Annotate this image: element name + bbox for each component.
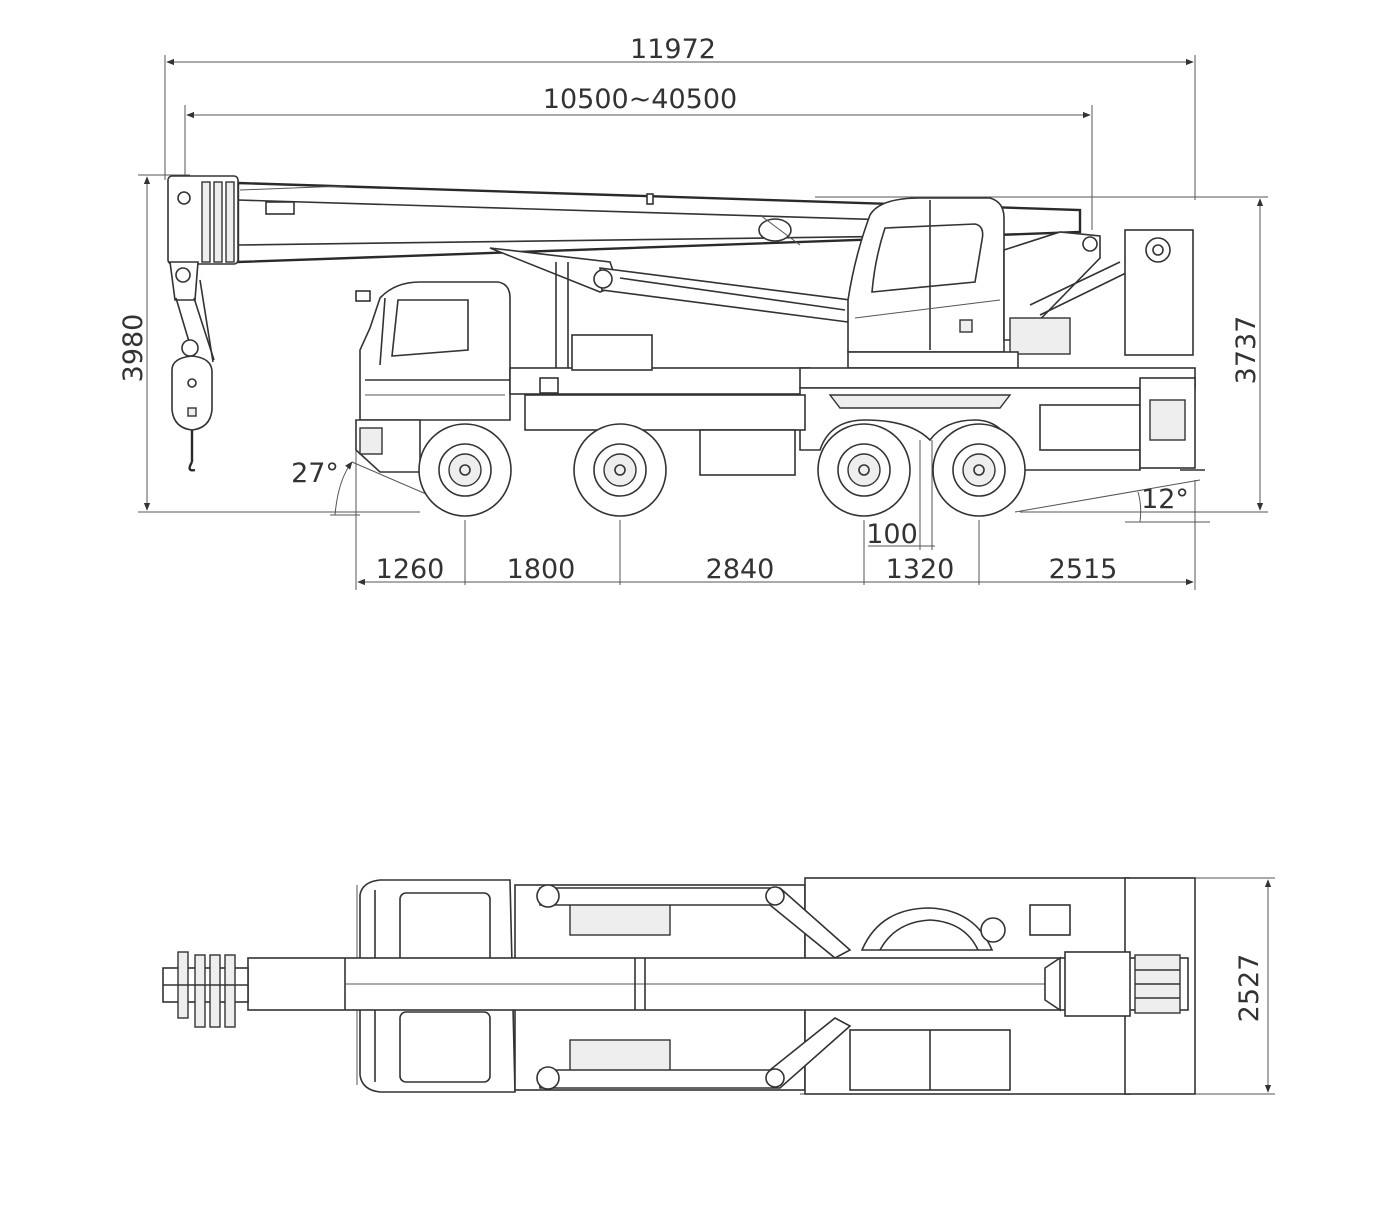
boom-head-top <box>162 951 249 1028</box>
dimension-overall-height: 3980 <box>118 174 420 513</box>
side-view: 11972 10500~40500 3980 3737 <box>118 34 1268 590</box>
wheel-axle-3 <box>817 423 911 517</box>
chassis <box>509 334 1205 476</box>
dim-label-wheelbase-3: 1320 <box>886 554 955 585</box>
dim-label-wheelbase-2: 2840 <box>706 554 775 585</box>
dim-label-overall-length: 11972 <box>630 34 716 65</box>
top-view: 2527 <box>162 877 1275 1095</box>
dim-label-offset-100: 100 <box>866 519 918 550</box>
boom-head <box>167 175 239 301</box>
dimension-boom-length: 10500~40500 <box>184 84 1093 230</box>
departure-angle: 12° <box>1014 479 1210 523</box>
wheel-axle-2 <box>573 423 667 517</box>
wheel-axle-4 <box>932 423 1026 517</box>
dim-label-overall-height: 3980 <box>118 314 149 383</box>
hook-block <box>171 279 215 472</box>
outriggers-top <box>536 884 852 1090</box>
boom-top <box>247 951 1189 1017</box>
approach-angle-label: 27° <box>291 458 339 489</box>
truck-cab <box>355 281 511 473</box>
departure-angle-label: 12° <box>1141 484 1189 515</box>
wheels-side <box>418 423 1026 517</box>
luffing-cylinder <box>489 247 851 375</box>
dim-label-rear-overhang: 2515 <box>1049 554 1118 585</box>
dim-label-front-overhang: 1260 <box>376 554 445 585</box>
dimension-overall-length: 11972 <box>164 34 1196 200</box>
crane-superstructure <box>847 197 1194 369</box>
wheel-axle-1 <box>418 423 512 517</box>
dim-label-height-right: 3737 <box>1231 316 1262 385</box>
dimension-height-right: 3737 <box>815 196 1268 513</box>
dim-label-boom-length: 10500~40500 <box>543 84 737 115</box>
dim-label-overall-width: 2527 <box>1234 954 1265 1023</box>
dimension-axle-chain: 1260 1800 2840 1320 2515 <box>355 440 1196 590</box>
dim-label-wheelbase-1: 1800 <box>507 554 576 585</box>
dimension-offset-100: 100 <box>866 440 935 550</box>
slewing-ring-top <box>860 904 1071 951</box>
